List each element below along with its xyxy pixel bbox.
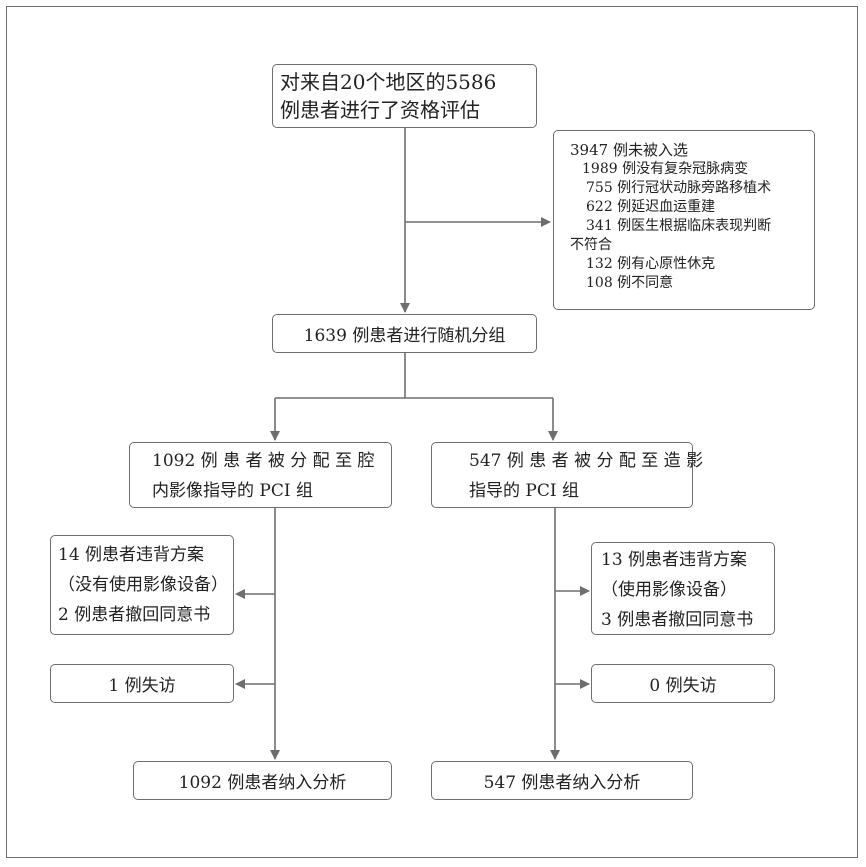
excluded-reason: 132 例有心原性休克	[586, 256, 716, 272]
ivus-lost-box: 1 例失访	[50, 664, 234, 703]
assessment-box: 对来自20个地区的5586 例患者进行了资格评估	[272, 64, 537, 128]
excluded-reason: 622 例延迟血运重建	[586, 199, 716, 215]
angio-deviation-box: 13 例患者违背方案 （使用影像设备） 3 例患者撤回同意书	[591, 542, 775, 635]
ivus-deviation-line1: 14 例患者违背方案	[58, 545, 205, 565]
angio-lost-text: 0 例失访	[649, 676, 717, 696]
excluded-reason: 341 例医生根据临床表现判断	[586, 218, 772, 234]
excluded-title: 3947 例未被入选	[570, 141, 688, 159]
ivus-deviation-line2: （没有使用影像设备）	[58, 575, 228, 595]
assessment-line1: 对来自20个地区的5586	[280, 70, 497, 94]
angio-analyzed-text: 547 例患者纳入分析	[483, 773, 641, 793]
ivus-lost-text: 1 例失访	[108, 676, 176, 696]
angio-deviation-line1: 13 例患者违背方案	[601, 550, 748, 570]
ivus-group-line1: 1092 例 患 者 被 分 配 至 腔	[152, 451, 375, 471]
excluded-reason: 108 例不同意	[586, 275, 674, 291]
ivus-group-box: 1092 例 患 者 被 分 配 至 腔 内影像指导的 PCI 组	[129, 442, 392, 508]
excluded-box: 3947 例未被入选 1989 例没有复杂冠脉病变 755 例行冠状动脉旁路移植…	[553, 130, 815, 310]
angio-group-line2: 指导的 PCI 组	[469, 481, 579, 501]
angio-group-box: 547 例 患 者 被 分 配 至 造 影 指导的 PCI 组	[431, 442, 704, 508]
angio-deviation-line2: （使用影像设备）	[601, 580, 737, 600]
excluded-reason: 1989 例没有复杂冠脉病变	[582, 161, 749, 177]
randomized-text: 1639 例患者进行随机分组	[303, 326, 506, 346]
randomized-box: 1639 例患者进行随机分组	[272, 314, 537, 353]
excluded-reason: 755 例行冠状动脉旁路移植术	[586, 180, 772, 196]
figure-frame	[6, 6, 858, 858]
excluded-reason-continued: 不符合	[570, 237, 612, 253]
ivus-deviation-line3: 2 例患者撤回同意书	[58, 605, 211, 625]
angio-deviation-line3: 3 例患者撤回同意书	[601, 610, 754, 630]
ivus-group-line2: 内影像指导的 PCI 组	[152, 481, 313, 501]
ivus-deviation-box: 14 例患者违背方案 （没有使用影像设备） 2 例患者撤回同意书	[50, 535, 234, 635]
angio-lost-box: 0 例失访	[591, 664, 775, 703]
angio-group-line1: 547 例 患 者 被 分 配 至 造 影	[469, 451, 704, 471]
ivus-analyzed-box: 1092 例患者纳入分析	[133, 761, 392, 800]
angio-analyzed-box: 547 例患者纳入分析	[431, 761, 693, 800]
ivus-analyzed-text: 1092 例患者纳入分析	[178, 773, 347, 793]
assessment-line2: 例患者进行了资格评估	[280, 98, 480, 122]
